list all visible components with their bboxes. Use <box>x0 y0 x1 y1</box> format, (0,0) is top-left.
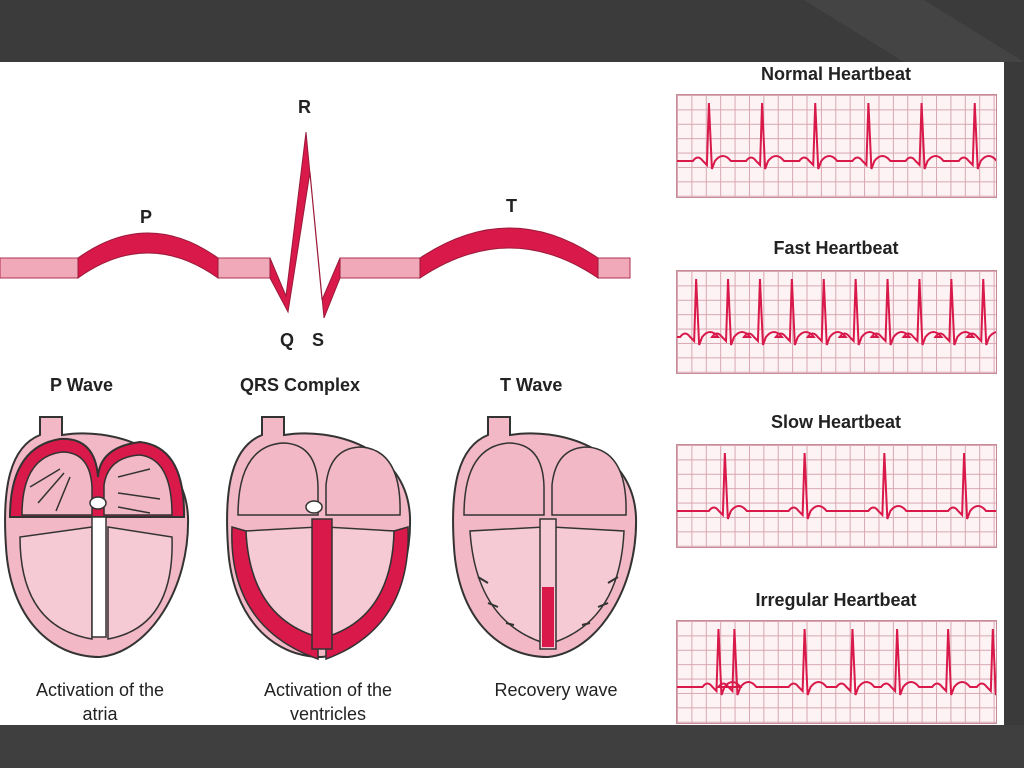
ecg-title-fast: Fast Heartbeat <box>676 238 996 259</box>
top-banner <box>0 0 1024 62</box>
baseline-segment <box>218 258 270 278</box>
ecg-strip-normal <box>676 94 997 198</box>
caption-atria-line2: atria <box>0 702 200 726</box>
s-peak-label: S <box>312 330 324 351</box>
caption-atria: Activation of the atria <box>0 678 200 726</box>
phase-title-t-wave: T Wave <box>500 375 562 396</box>
caption-recovery: Recovery wave <box>456 678 656 702</box>
heart-recovery-illustration <box>448 407 643 667</box>
phase-title-qrs: QRS Complex <box>240 375 360 396</box>
ecg-trace-fast <box>677 271 996 373</box>
ecg-title-irregular: Irregular Heartbeat <box>676 590 996 611</box>
qrs-complex-shape <box>270 132 340 318</box>
baseline-segment <box>598 258 630 278</box>
content-panel: P R Q S T P Wave QRS Complex T Wave <box>0 62 1004 725</box>
ecg-title-slow: Slow Heartbeat <box>676 412 996 433</box>
caption-ventricles: Activation of the ventricles <box>228 678 428 726</box>
banner-decoration <box>804 0 1024 62</box>
ecg-trace-line <box>677 629 996 695</box>
caption-ventricles-line1: Activation of the <box>228 678 428 702</box>
baseline-segment <box>0 258 78 278</box>
ecg-waveform <box>0 102 640 402</box>
heart-atria-illustration <box>0 407 195 667</box>
ecg-strip-irregular <box>676 620 997 724</box>
ecg-trace-irregular <box>677 621 996 723</box>
p-peak-label: P <box>140 207 152 228</box>
ecg-trace-line <box>677 453 996 519</box>
ecg-strip-fast <box>676 270 997 374</box>
p-wave-shape <box>78 233 218 278</box>
ecg-title-normal: Normal Heartbeat <box>676 64 996 85</box>
ecg-trace-slow <box>677 445 996 547</box>
r-peak-label: R <box>298 97 311 118</box>
t-wave-shape <box>420 228 598 278</box>
t-peak-label: T <box>506 196 517 217</box>
ecg-strip-slow <box>676 444 997 548</box>
q-peak-label: Q <box>280 330 294 351</box>
ecg-trace-line <box>677 279 996 345</box>
caption-ventricles-line2: ventricles <box>228 702 428 726</box>
baseline-segment <box>340 258 420 278</box>
caption-atria-line1: Activation of the <box>0 678 200 702</box>
heart-ventricles-illustration <box>222 407 417 667</box>
ecg-trace-normal <box>677 95 996 197</box>
bottom-banner <box>0 725 1024 768</box>
caption-recovery-line1: Recovery wave <box>456 678 656 702</box>
phase-title-p-wave: P Wave <box>50 375 113 396</box>
ecg-trace-line <box>677 103 996 169</box>
